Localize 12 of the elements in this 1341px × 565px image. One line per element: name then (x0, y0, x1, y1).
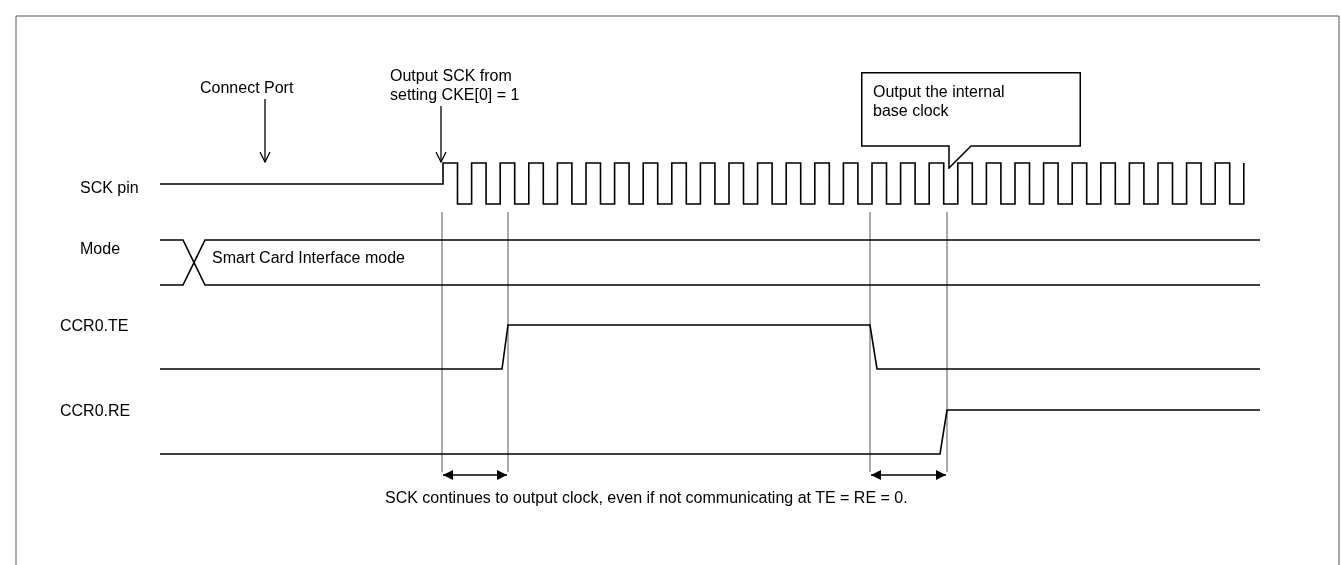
note-text: SCK continues to output clock, even if not communicating at TE = RE = 0. (385, 488, 908, 507)
annotation-text: Connect Port (200, 78, 295, 97)
arrow (435, 105, 447, 163)
arrow (259, 98, 271, 163)
bus-value: Smart Card Interface mode (212, 248, 405, 267)
signal-name: SCK pin (80, 178, 139, 197)
clock-waveform (159, 162, 1245, 205)
signal-name: Mode (80, 239, 121, 258)
callout-box: Output the internal base clock (861, 72, 1081, 169)
signal-name: CCR0.TE (60, 316, 129, 335)
signal-name: CCR0.RE (60, 401, 131, 420)
annotation-text: Output SCK from setting CKE[0] = 1 (390, 66, 521, 104)
